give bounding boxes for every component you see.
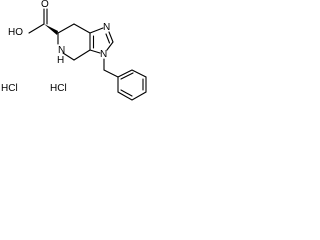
bond-n1-c2-double [105, 33, 111, 44]
phenyl-double-3 [120, 89, 133, 97]
bond-c6-c7 [57, 23, 75, 34]
chemical-structure-diagram: HO O N H N N HCl HCl [0, 0, 154, 112]
phenyl-double-1 [120, 72, 134, 80]
bond-c7-c7a [73, 23, 91, 34]
wedge-bond [44, 24, 58, 35]
imidazole-bottom-nitrogen-label: N [100, 49, 108, 60]
bond-c4-n5 [62, 52, 75, 61]
hcl-label-1: HCl [1, 83, 18, 94]
amine-nitrogen-label: N [58, 45, 66, 56]
phenyl-ring [117, 69, 147, 101]
bond-n3-c3a [89, 49, 101, 54]
hcl-label-2: HCl [50, 83, 67, 94]
bond-ch2-phenyl [103, 69, 119, 78]
bond-c7a-n1 [89, 27, 104, 34]
amine-hydrogen-label: H [57, 55, 65, 66]
bond-c3a-c4 [73, 49, 91, 61]
hydroxyl-label: HO [8, 27, 23, 38]
imidazole-top-nitrogen-label: N [103, 22, 111, 33]
molecule-skeleton [28, 8, 147, 101]
bond-n1-c2 [108, 31, 114, 43]
carbonyl-oxygen-label: O [41, 0, 49, 10]
bond-acid-c-oh [28, 23, 45, 34]
bond-c2-n3 [106, 41, 114, 51]
